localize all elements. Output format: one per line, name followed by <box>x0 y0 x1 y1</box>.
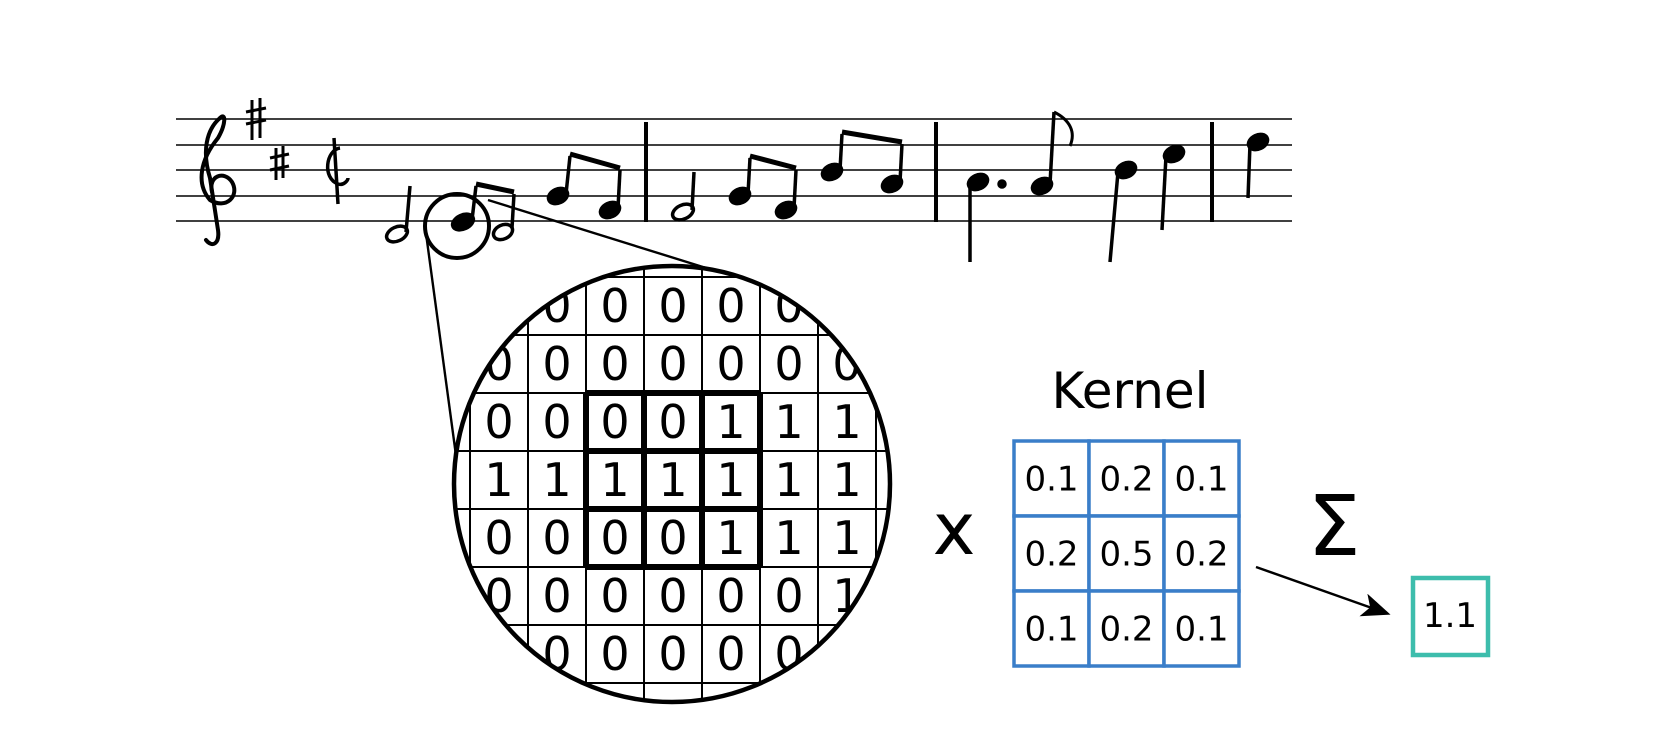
grid-cell-value: 1 <box>832 395 861 449</box>
cut-time-icon <box>326 137 350 205</box>
grid-cell-value: 0 <box>600 627 629 681</box>
grid-cell-value: 0 <box>484 395 513 449</box>
grid-cell-value: 1 <box>484 453 513 507</box>
grid-cell-value: 0 <box>484 279 513 333</box>
grid-cell-value: 0 <box>484 511 513 565</box>
arrow-icon <box>1255 565 1391 617</box>
grid-cell-value: 1 <box>832 511 861 565</box>
grid-cell-value: 0 <box>658 395 687 449</box>
grid-cell-value: 0 <box>600 337 629 391</box>
grid-cell-value: 0 <box>542 337 571 391</box>
kernel-cell-value: 0.1 <box>1024 610 1078 650</box>
grid-cell-value: 1 <box>600 453 629 507</box>
grid-cell-value: 0 <box>600 569 629 623</box>
kernel-cell-value: 0.2 <box>1024 535 1078 575</box>
grid-cell-value: 1 <box>832 453 861 507</box>
grid-cell-value: 1 <box>774 395 803 449</box>
sum-sign: Σ <box>1307 477 1360 575</box>
grid-cell-value: 0 <box>658 279 687 333</box>
grid-cell-value: 1 <box>716 395 745 449</box>
result-value: 1.1 <box>1423 596 1477 636</box>
kernel-cell <box>1162 514 1241 593</box>
grid-cell-value: 0 <box>484 627 513 681</box>
grid-cell-value: 0 <box>542 395 571 449</box>
grid-cell-value: 0 <box>542 569 571 623</box>
grid-cell-value: 0 <box>658 511 687 565</box>
grid-cell-value: 0 <box>774 337 803 391</box>
music-notes <box>384 110 1270 263</box>
kernel-cell-value: 0.2 <box>1099 460 1153 500</box>
grid-cell-value: 0 <box>600 395 629 449</box>
kernel-title: Kernel <box>1051 362 1208 420</box>
result-box <box>1410 575 1491 658</box>
grid-cell-value: 0 <box>658 627 687 681</box>
treble-clef-icon <box>199 114 237 247</box>
grid-cell-value: 0 <box>542 511 571 565</box>
kernel-cell <box>1012 514 1091 593</box>
grid-cell-value: 1 <box>716 453 745 507</box>
kernel-cell <box>1087 439 1166 518</box>
grid-cell-value: 1 <box>774 511 803 565</box>
grid-cell-value: 1 <box>658 453 687 507</box>
grid-cell-value: 0 <box>832 627 861 681</box>
kernel-matrix: 0.1 0.2 0.1 0.2 0.5 0.2 0.1 0.2 0.1 <box>1012 439 1241 668</box>
grid-cell-value: 0 <box>600 511 629 565</box>
grid-cell-value: 0 <box>658 337 687 391</box>
kernel-cell-value: 0.1 <box>1174 610 1228 650</box>
grid-cell-value: 0 <box>832 279 861 333</box>
grid-cell-value: 1 <box>542 453 571 507</box>
sharp-icon <box>269 146 290 180</box>
grid-cell-value: 1 <box>716 511 745 565</box>
kernel-cell <box>1162 589 1241 668</box>
zoom-guide-line <box>487 198 736 279</box>
kernel-cell-value: 0.5 <box>1099 535 1153 575</box>
grid-cell-value: 0 <box>832 337 861 391</box>
music-staff <box>176 118 1292 222</box>
sharp-icon <box>245 98 267 140</box>
grid-cell-value: 0 <box>716 569 745 623</box>
grid-cell-value: 0 <box>600 279 629 333</box>
grid-cell-value: 0 <box>658 569 687 623</box>
kernel-cell-value: 0.2 <box>1174 535 1228 575</box>
kernel-cell-value: 0.2 <box>1099 610 1153 650</box>
grid-cell-value: 0 <box>716 337 745 391</box>
kernel-cell-value: 0.1 <box>1174 460 1228 500</box>
grid-cell-value: 0 <box>774 569 803 623</box>
kernel-cell-value: 0.1 <box>1024 460 1078 500</box>
grid-cell-value: 1 <box>774 453 803 507</box>
grid-cell-value: 0 <box>716 627 745 681</box>
multiply-sign: x <box>933 487 976 571</box>
grid-cell-value: 0 <box>716 279 745 333</box>
